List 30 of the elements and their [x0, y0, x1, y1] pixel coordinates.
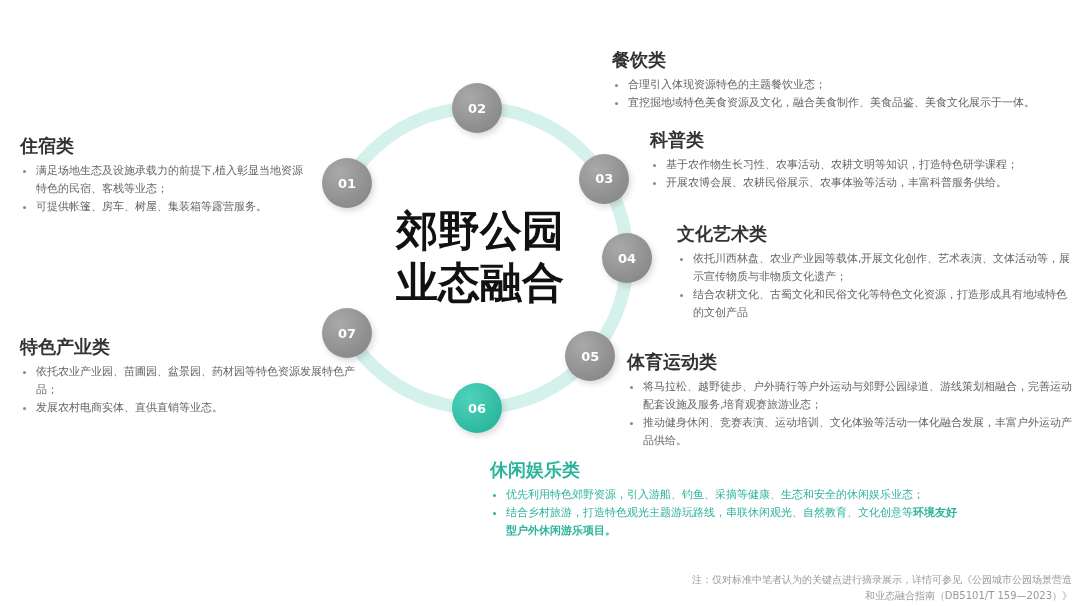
section-heading: 体育运动类: [627, 350, 718, 374]
bullet-text: 宜挖掘地域特色美食资源及文化，融合美食制作、美食品鉴、美食文化展示于一体。: [628, 96, 1035, 109]
bullet-text: 将马拉松、越野徒步、户外骑行等户外运动与郊野公园绿道、游线策划相融合，完善运动配套设施及服务,培育观赛旅游业态；: [643, 380, 1072, 411]
bullet-text: 开展农博会展、农耕民俗展示、农事体验等活动，丰富科普服务供给。: [666, 176, 1007, 189]
section-heading: 住宿类: [20, 134, 75, 158]
section-heading: 特色产业类: [20, 335, 111, 359]
number-circle: 01: [322, 158, 373, 208]
number-circle: 06: [452, 383, 502, 433]
number-circle: 05: [565, 331, 616, 382]
bullet-text: 结合农耕文化、古蜀文化和民俗文化等特色文化资源，打造形成具有地域特色的文创产品: [693, 288, 1067, 319]
bullet-text: 基于农作物生长习性、农事活动、农耕文明等知识，打造特色研学课程；: [666, 158, 1018, 171]
number-circle: 03: [579, 153, 630, 204]
center-title: 郊野公园业态融合: [394, 205, 565, 309]
footnote: 注：仅对标准中笔者认为的关键点进行摘录展示，详情可参见《公园城市公园场景营造和业态融合指南（DB5101/T 159—2023）》: [692, 573, 1072, 603]
bullet-text: 满足场地生态及设施承载力的前提下,植入彰显当地资源特色的民宿、客栈等业态；: [36, 164, 304, 195]
bullet-text: 优先利用特色郊野资源，引入游船、钓鱼、采摘等健康、生态和安全的休闲娱乐业态；: [506, 488, 924, 501]
section-heading: 餐饮类: [612, 48, 667, 72]
bullet-text: 合理引入体现资源特色的主题餐饮业态；: [628, 78, 826, 91]
bullet-text: 可提供帐篷、房车、树屋、集装箱等露营服务。: [36, 200, 267, 213]
bullet-text: 依托农业产业园、苗圃园、盆景园、药材园等特色资源发展特色产品；: [36, 365, 355, 396]
bullet-text: 推动健身休闲、竞赛表演、运动培训、文化体验等活动一体化融合发展，丰富户外运动产品供给。: [643, 416, 1072, 447]
number-circle: 02: [452, 83, 502, 133]
bullet-text: 发展农村电商实体、直供直销等业态。: [36, 401, 223, 414]
number-circle: 04: [602, 233, 652, 283]
section-heading: 文化艺术类: [677, 222, 768, 246]
section-heading: 休闲娱乐类: [490, 458, 581, 482]
bullet-text: 依托川西林盘、农业产业园等载体,开展文化创作、艺术表演、文体活动等，展示宣传物质与非物质文化遗产；: [693, 252, 1071, 283]
number-circle: 07: [322, 308, 373, 358]
section-heading: 科普类: [650, 128, 705, 152]
bullet-text: 结合乡村旅游，打造特色观光主题游玩路线，串联休闲观光、自然教育、文化创意等环境友好型户外休闲游乐项目。: [506, 506, 957, 537]
